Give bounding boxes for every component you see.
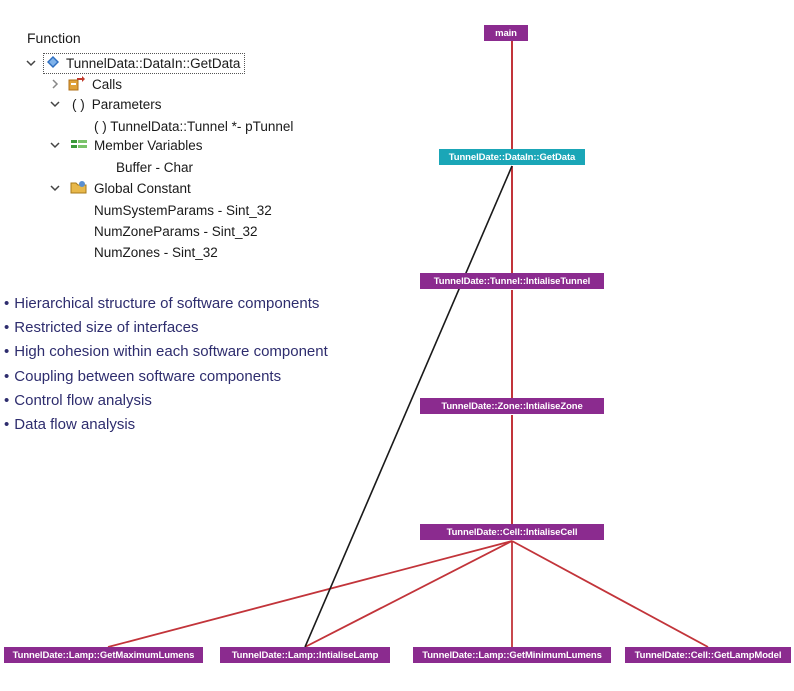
graph-node-getdata[interactable]: TunnelDate::DataIn::GetData	[439, 149, 585, 165]
chevron-down-icon[interactable]	[48, 138, 62, 152]
bullet-item: •Control flow analysis	[4, 390, 328, 414]
tree-item-constant[interactable]: NumZoneParams - Sint_32	[94, 221, 258, 241]
edge-cell-intialiselamp	[304, 540, 513, 648]
bullet-dot-icon: •	[4, 391, 10, 409]
calls-icon	[68, 75, 86, 94]
graph-node-get-maximum-lumens[interactable]: TunnelDate::Lamp::GetMaximumLumens	[4, 647, 203, 663]
function-icon	[46, 55, 60, 72]
tree-item-calls[interactable]: Calls	[68, 74, 122, 94]
graph-node-intialise-lamp[interactable]: TunnelDate::Lamp::IntialiseLamp	[220, 647, 390, 663]
tree-item-member-variables-label: Member Variables	[94, 137, 203, 153]
bullet-text: Control flow analysis	[14, 391, 152, 409]
bullet-text: Data flow analysis	[14, 415, 136, 433]
bullet-item: •Coupling between software components	[4, 366, 328, 390]
bullet-dot-icon: •	[4, 343, 10, 361]
parameter-label: ( ) TunnelData::Tunnel *- pTunnel	[94, 118, 294, 134]
bullet-text: Hierarchical structure of software compo…	[14, 295, 320, 312]
graph-node-intialise-zone[interactable]: TunnelDate::Zone::IntialiseZone	[420, 398, 604, 414]
edge-cell-getlampmodel	[511, 540, 709, 648]
chevron-down-icon[interactable]	[24, 56, 38, 70]
bullet-text: Coupling between software components	[14, 367, 282, 385]
graph-node-main[interactable]: main	[484, 25, 528, 41]
tree-root-selection[interactable]: TunnelData::DataIn::GetData	[43, 52, 246, 74]
bullet-text: Restricted size of interfaces	[14, 319, 199, 337]
constant-label: NumSystemParams - Sint_32	[94, 202, 272, 218]
tree-item-calls-label: Calls	[92, 76, 123, 92]
member-label: Buffer - Char	[116, 159, 194, 175]
chevron-down-icon[interactable]	[48, 181, 62, 195]
graph-node-get-lamp-model[interactable]: TunnelDate::Cell::GetLampModel	[625, 647, 791, 663]
bullet-dot-icon: •	[4, 295, 10, 312]
constant-label: NumZones - Sint_32	[94, 244, 218, 260]
tree-root-label: TunnelData::DataIn::GetData	[66, 55, 241, 71]
tree-item-parameters-label: Parameters	[91, 96, 162, 112]
bullet-item: •Hierarchical structure of software comp…	[4, 293, 328, 317]
tree-title: Function	[27, 30, 81, 46]
bullet-item: •Restricted size of interfaces	[4, 317, 328, 341]
folder-icon	[70, 179, 88, 198]
chevron-right-icon[interactable]	[48, 77, 62, 91]
tree-item-constant[interactable]: NumZones - Sint_32	[94, 242, 218, 262]
bullet-dot-icon: •	[4, 367, 10, 385]
tree-item-constant[interactable]: NumSystemParams - Sint_32	[94, 200, 272, 220]
tree-item-member-buffer[interactable]: Buffer - Char	[116, 157, 193, 177]
feature-bullet-list: •Hierarchical structure of software comp…	[4, 293, 328, 438]
bullet-dot-icon: •	[4, 415, 10, 433]
tree-item-member-variables[interactable]: Member Variables	[70, 135, 203, 155]
edge-cell-getmaximumlumens	[107, 540, 513, 648]
tree-item-global-constant-label: Global Constant	[94, 180, 191, 196]
bullet-item: •High cohesion within each software comp…	[4, 341, 328, 365]
graph-node-intialise-tunnel[interactable]: TunnelDate::Tunnel::IntialiseTunnel	[420, 273, 604, 289]
bullet-item: •Data flow analysis	[4, 414, 328, 438]
tree-item-parameter-ptunnel[interactable]: ( ) TunnelData::Tunnel *- pTunnel	[94, 116, 293, 136]
bullet-dot-icon: •	[4, 319, 10, 337]
constant-label: NumZoneParams - Sint_32	[94, 223, 258, 239]
edge-getdata-intialiselamp	[304, 165, 513, 648]
tree-item-global-constant[interactable]: Global Constant	[70, 178, 191, 198]
graph-node-get-minimum-lumens[interactable]: TunnelDate::Lamp::GetMinimumLumens	[413, 647, 611, 663]
graph-node-intialise-cell[interactable]: TunnelDate::Cell::IntialiseCell	[420, 524, 604, 540]
tree-root-row[interactable]: TunnelData::DataIn::GetData	[43, 52, 246, 74]
bullet-text: High cohesion within each software compo…	[14, 343, 328, 361]
parameters-icon: ( )	[72, 96, 85, 112]
chevron-down-icon[interactable]	[48, 97, 62, 111]
tree-item-parameters[interactable]: ( ) Parameters	[72, 94, 162, 114]
member-variables-icon	[70, 138, 88, 153]
